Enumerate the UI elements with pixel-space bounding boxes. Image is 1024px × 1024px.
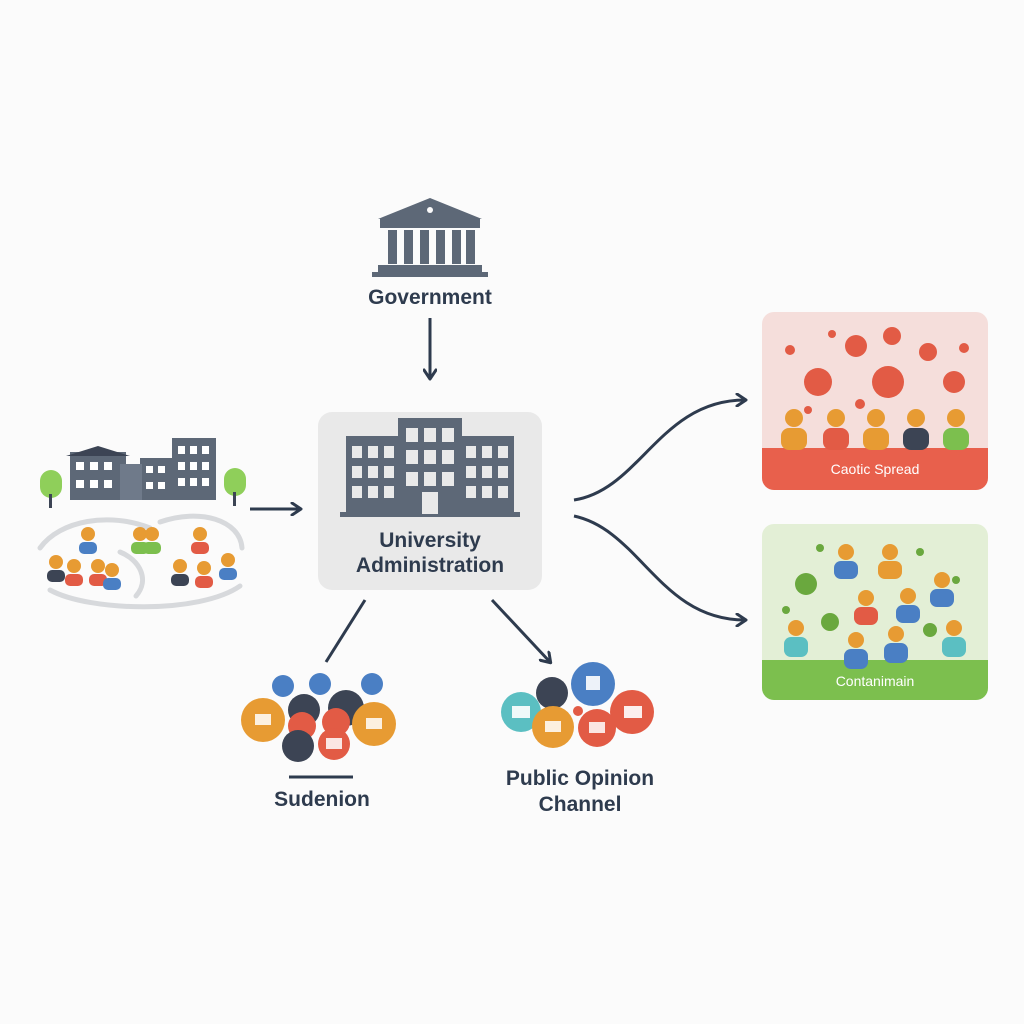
arrow-university-to-public	[490, 598, 550, 662]
person-icon	[781, 409, 969, 450]
containment-card	[762, 524, 988, 700]
government-label: Government	[368, 286, 492, 309]
government-building-icon	[372, 198, 488, 277]
chaotic-spread-label: Caotic Spread	[830, 461, 920, 477]
students-chat-icon	[241, 673, 396, 779]
arrow-to-containment	[573, 514, 745, 620]
virus-icon	[785, 327, 969, 418]
person-icon	[784, 544, 966, 669]
public-opinion-label-line2: Channel	[538, 793, 622, 816]
university-label-line1: University	[379, 529, 481, 552]
public-opinion-label: Public Opinion Channel	[470, 766, 690, 818]
university-label: University Administration	[318, 528, 542, 578]
campus-community-icon	[37, 438, 246, 610]
students-label: Sudenion	[274, 788, 370, 811]
arrow-university-to-students	[324, 599, 367, 663]
university-label-line2: Administration	[355, 554, 505, 577]
campus-people-icon	[47, 527, 237, 590]
university-windows	[352, 428, 508, 514]
arrow-to-chaotic-spread	[573, 400, 745, 502]
public-opinion-label-line1: Public Opinion	[505, 767, 655, 790]
public-opinion-chat-icon	[501, 662, 654, 748]
chaotic-spread-card	[762, 312, 988, 490]
containment-label: Contanimain	[835, 673, 915, 689]
